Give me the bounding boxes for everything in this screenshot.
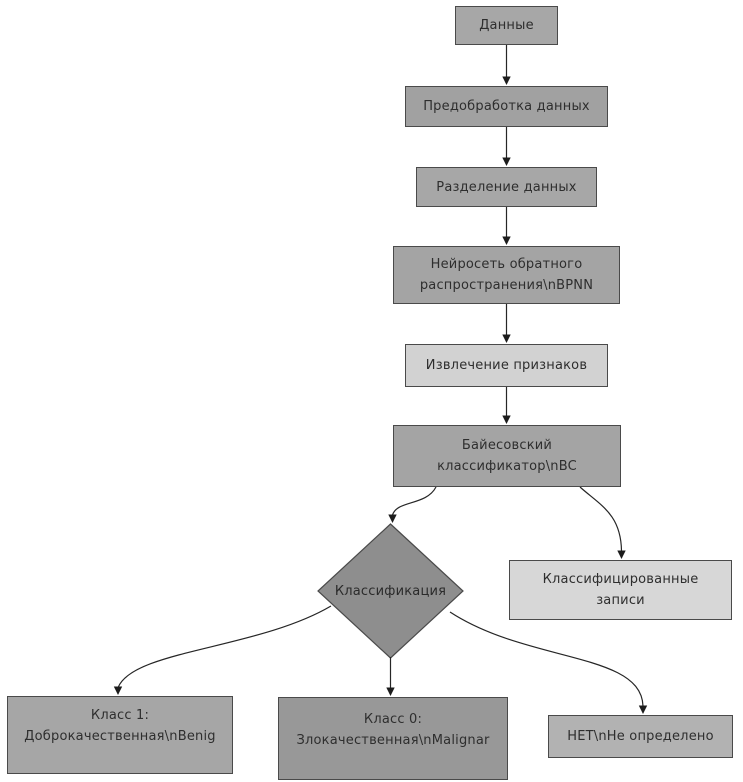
node-data-label: Данные	[479, 18, 534, 33]
node-notdef: НЕТ\nНе определено	[548, 715, 733, 758]
node-records-label-line1: Классифицированные	[542, 572, 699, 587]
node-decision: Классификация	[318, 524, 463, 658]
arrowhead	[502, 415, 511, 424]
arrowhead	[388, 514, 397, 523]
node-records-label-line2: записи	[596, 593, 645, 608]
node-class1: Класс 1: Доброкачественная\nBenig	[7, 696, 233, 774]
arrowhead	[502, 76, 511, 85]
node-decision-label: Классификация	[334, 583, 447, 599]
node-notdef-label: НЕТ\nНе определено	[567, 729, 714, 744]
edge-decision-class1	[113, 605, 332, 695]
edge-bayes-decision	[388, 486, 437, 523]
node-bayes-label-line2: классификатор\nBC	[437, 459, 577, 474]
node-records: Классифицированные записи	[509, 560, 732, 620]
arrowhead	[617, 550, 626, 559]
node-bayes: Байесовский классификатор\nBC	[393, 425, 621, 487]
node-preprocess: Предобработка данных	[405, 86, 608, 127]
arrowhead	[386, 687, 395, 696]
node-features-label: Извлечение признаков	[425, 358, 588, 373]
arrowhead	[502, 236, 511, 245]
node-bpnn-label-line1: Нейросеть обратного	[430, 257, 583, 272]
arrowhead	[502, 157, 511, 166]
edge-bpnn-features	[502, 304, 511, 343]
node-features: Извлечение признаков	[405, 344, 608, 387]
node-bpnn: Нейросеть обратного распространения\nBPN…	[393, 246, 620, 304]
edge-preprocess-split	[502, 127, 511, 166]
edge-data-preprocess	[502, 45, 511, 85]
node-class1-label-line1: Класс 1:	[90, 708, 150, 723]
node-data: Данные	[455, 6, 558, 45]
edge-decision-notdef	[449, 611, 648, 714]
arrowhead	[638, 705, 648, 714]
node-class0: Класс 0: Злокачественная\nMalignar	[278, 697, 508, 780]
node-class1-label-line2: Доброкачественная\nBenig	[24, 729, 216, 744]
node-split-label: Разделение данных	[436, 179, 577, 195]
edge-features-bayes	[502, 387, 511, 424]
node-class0-label-line1: Класс 0:	[363, 711, 423, 727]
arrowhead	[502, 334, 511, 343]
node-bayes-label-line1: Байесовский	[461, 438, 553, 453]
node-bpnn-label-line2: распространения\nBPNN	[419, 278, 594, 293]
edge-split-bpnn	[502, 207, 511, 245]
arrowhead	[113, 686, 123, 695]
node-class0-label-line2: Злокачественная\nMalignar	[296, 732, 490, 748]
node-preprocess-label: Предобработка данных	[423, 99, 590, 114]
edge-decision-class0	[386, 657, 395, 696]
node-split: Разделение данных	[416, 167, 597, 207]
edge-bayes-records	[579, 486, 626, 559]
